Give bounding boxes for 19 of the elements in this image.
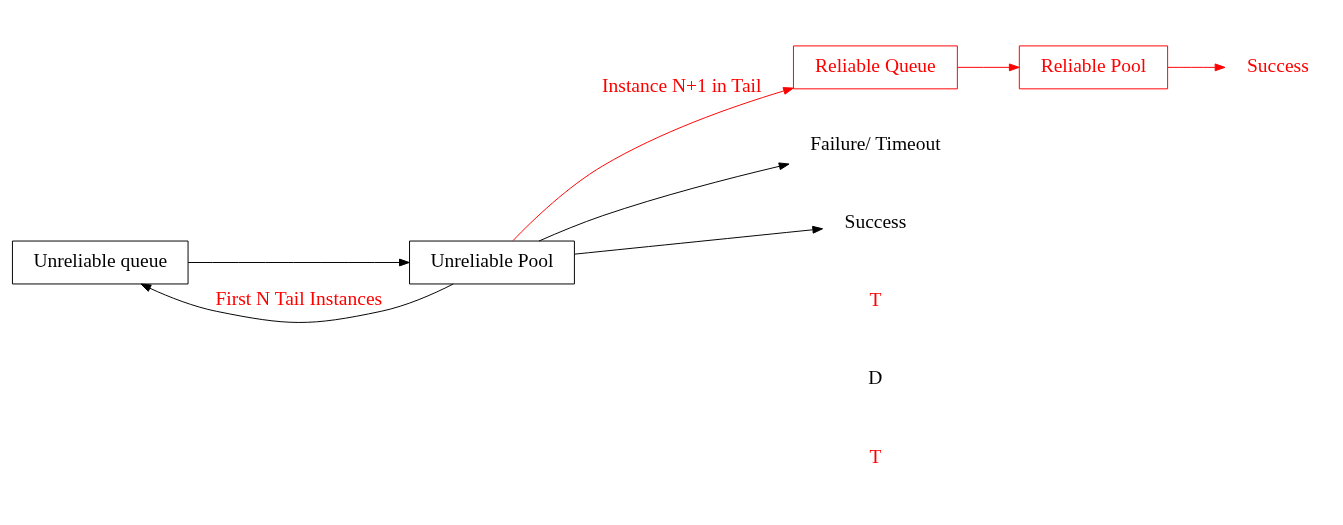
arrow	[1167, 63, 1226, 72]
label: D	[868, 367, 883, 389]
arrow	[574, 225, 824, 255]
arrow	[187, 258, 410, 267]
arrow	[512, 87, 794, 242]
node-text: Failure/ Timeout	[810, 133, 941, 155]
arrow	[538, 162, 790, 242]
node-box: Unreliable queue	[11, 240, 189, 285]
arrow	[140, 283, 454, 323]
node-box: Reliable Queue	[792, 45, 958, 90]
edge-label: First N Tail Instances	[215, 288, 383, 310]
arrow	[957, 63, 1020, 72]
node-box: Unreliable Pool	[409, 240, 575, 285]
edge-label: Instance N+1 in Tail	[602, 74, 762, 96]
node-text: Success	[844, 211, 907, 233]
label: T	[869, 289, 882, 311]
label: T	[869, 445, 882, 467]
node-box: Reliable Pool	[1018, 45, 1169, 90]
node-text: Success	[1247, 55, 1309, 77]
